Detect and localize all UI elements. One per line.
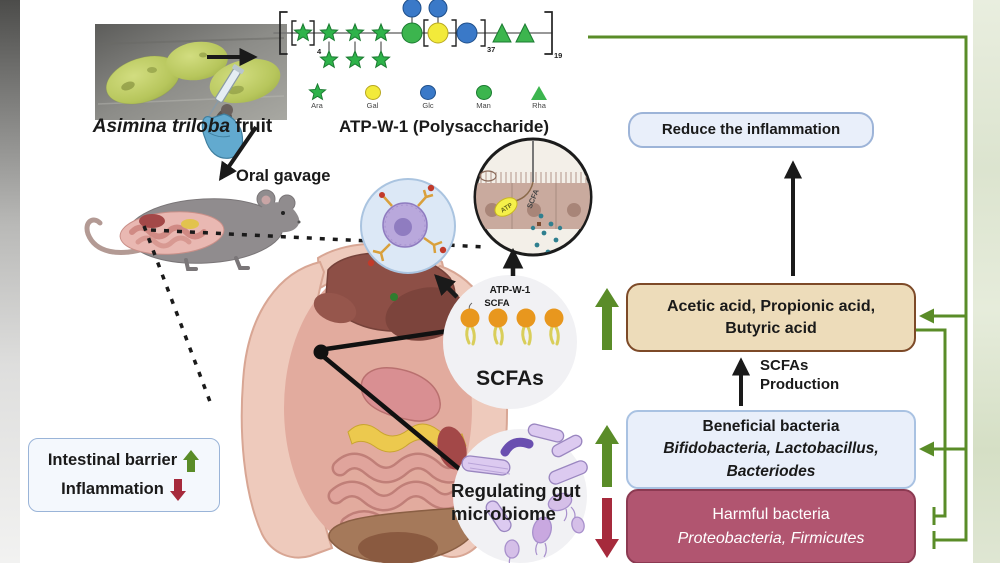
legend-item-man: Man xyxy=(467,84,501,111)
gavage-hand-icon xyxy=(201,64,245,159)
fruit-species: Asimina triloba xyxy=(92,116,231,137)
legend-item-gal: Gal xyxy=(356,84,390,111)
beneficial-species-line2: Bacteriodes xyxy=(726,462,816,480)
arrow-scfa-to-macrophage xyxy=(434,274,459,299)
svg-text:37: 37 xyxy=(487,45,495,54)
legend-label: Gal xyxy=(366,101,379,110)
scfa-circle-tag-scfa: SCFA xyxy=(484,298,510,309)
right-background-strip xyxy=(973,0,1000,563)
beneficial-title: Beneficial bacteria xyxy=(702,417,840,435)
up-arrow-icon xyxy=(183,449,200,472)
oral-gavage-label: Oral gavage xyxy=(236,167,331,185)
left-background-strip xyxy=(0,0,20,563)
star-icon xyxy=(307,83,327,101)
intestinal-barrier-label: Intestinal barrier xyxy=(47,451,178,470)
legend-item-rha: Rha xyxy=(522,84,556,111)
fruit-suffix: fruit xyxy=(230,116,273,137)
microbiome-label-line1: Regulating gut xyxy=(451,480,581,501)
microbiome-label-line2: microbiome xyxy=(451,503,556,524)
production-line1: SCFAs xyxy=(760,357,809,374)
inflammation-row: Inflammation xyxy=(35,478,213,502)
legend-item-glc: Glc xyxy=(411,84,445,111)
up-arrow-scfas xyxy=(595,288,619,350)
macrophage-circle xyxy=(360,178,456,274)
harmful-title: Harmful bacteria xyxy=(712,505,830,523)
legend-item-ara: Ara xyxy=(300,83,334,111)
zoom-indicator-lines xyxy=(142,225,487,408)
intestinal-barrier-row: Intestinal barrier xyxy=(35,449,213,473)
connector-acids-inhibits-harmful xyxy=(913,328,947,525)
scfa-circle xyxy=(443,275,577,409)
arrow-gavage-to-mouse xyxy=(218,125,258,182)
down-arrow-icon xyxy=(169,478,186,501)
beneficial-bacteria-box: Beneficial bacteria Bifidobacteria, Lact… xyxy=(626,410,916,489)
reduce-inflammation-box: Reduce the inflammation xyxy=(628,112,874,148)
production-line2: Production xyxy=(760,375,840,393)
fruit-photo xyxy=(95,24,287,120)
polysaccharide-title: ATP-W-1 (Polysaccharide) xyxy=(338,117,549,136)
epithelium-inset-circle: ATP SCFA xyxy=(473,137,593,257)
gut-pointer-lines xyxy=(313,328,465,474)
acids-line2: Butyric acid xyxy=(725,319,817,337)
acids-line1: Acetic acid, Propionic acid, xyxy=(666,297,876,315)
polysaccharide-structure: 4 37 19 xyxy=(273,0,562,68)
mouse-illustration xyxy=(84,189,301,271)
yellow-circle-icon xyxy=(364,84,381,101)
legend-label: Man xyxy=(476,101,491,110)
blue-circle-icon xyxy=(420,84,436,101)
scfa-circle-tag-atpw1: ATP-W-1 xyxy=(489,285,531,296)
harmful-bacteria-box: Harmful bacteria Proteobacteria, Firmicu… xyxy=(626,489,916,563)
svg-text:19: 19 xyxy=(554,51,562,60)
scfa-circle-label: SCFAs xyxy=(476,367,544,390)
legend-label: Ara xyxy=(311,101,323,110)
down-arrow-harmful xyxy=(595,498,619,558)
scfa-acids-box: Acetic acid, Propionic acid, Butyric aci… xyxy=(626,283,916,352)
inflammation-label: Inflammation xyxy=(61,480,164,499)
harmful-species: Proteobacteria, Firmicutes xyxy=(677,529,865,547)
beneficial-species-line1: Bifidobacteria, Lactobacillus, xyxy=(663,440,879,458)
svg-text:4: 4 xyxy=(317,47,322,56)
green-circle-icon xyxy=(475,84,492,101)
sugar-legend: Ara Gal Glc Man Rha xyxy=(300,83,556,111)
legend-label: Glc xyxy=(422,101,434,110)
green-connectors xyxy=(588,35,968,549)
connector-outer-loop xyxy=(588,35,968,549)
green-triangle-icon xyxy=(531,84,547,101)
up-arrow-beneficial xyxy=(595,425,619,487)
outcome-box: Intestinal barrier Inflammation xyxy=(28,438,220,512)
scfas-production-label: SCFAs Production xyxy=(760,357,880,395)
fruit-label: Asimina triloba fruit xyxy=(55,116,310,138)
microbiome-circle xyxy=(453,423,588,563)
legend-label: Rha xyxy=(532,101,546,110)
